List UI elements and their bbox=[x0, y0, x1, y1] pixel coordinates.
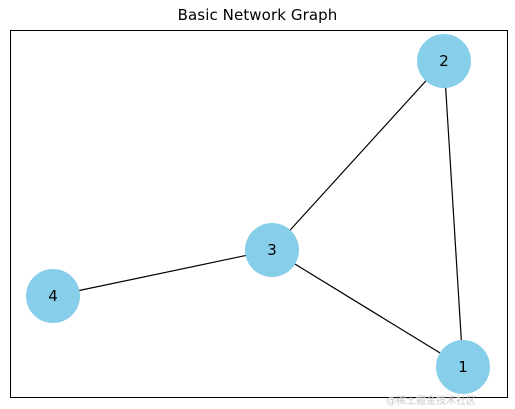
edge-3-4 bbox=[52, 249, 273, 297]
node-circle-2 bbox=[417, 34, 471, 88]
edges-layer bbox=[52, 60, 464, 368]
node-label-1: 1 bbox=[458, 358, 468, 376]
edge-1-3 bbox=[271, 249, 464, 368]
node-label-4: 4 bbox=[48, 287, 58, 305]
graph-title: Basic Network Graph bbox=[177, 6, 338, 24]
plot-frame bbox=[10, 30, 508, 398]
node-3: 3 bbox=[245, 223, 299, 277]
node-label-2: 2 bbox=[439, 52, 449, 70]
node-circle-3 bbox=[245, 223, 299, 277]
edge-2-3 bbox=[271, 60, 445, 251]
watermark-text: @稀土掘金技术社区 bbox=[386, 396, 476, 407]
node-4: 4 bbox=[26, 269, 80, 323]
edge-1-2 bbox=[443, 60, 464, 368]
node-label-3: 3 bbox=[267, 241, 277, 259]
node-1: 1 bbox=[436, 340, 490, 394]
node-2: 2 bbox=[417, 34, 471, 88]
node-circle-4 bbox=[26, 269, 80, 323]
node-circle-1 bbox=[436, 340, 490, 394]
nodes-layer: 1 2 3 4 bbox=[26, 34, 490, 394]
